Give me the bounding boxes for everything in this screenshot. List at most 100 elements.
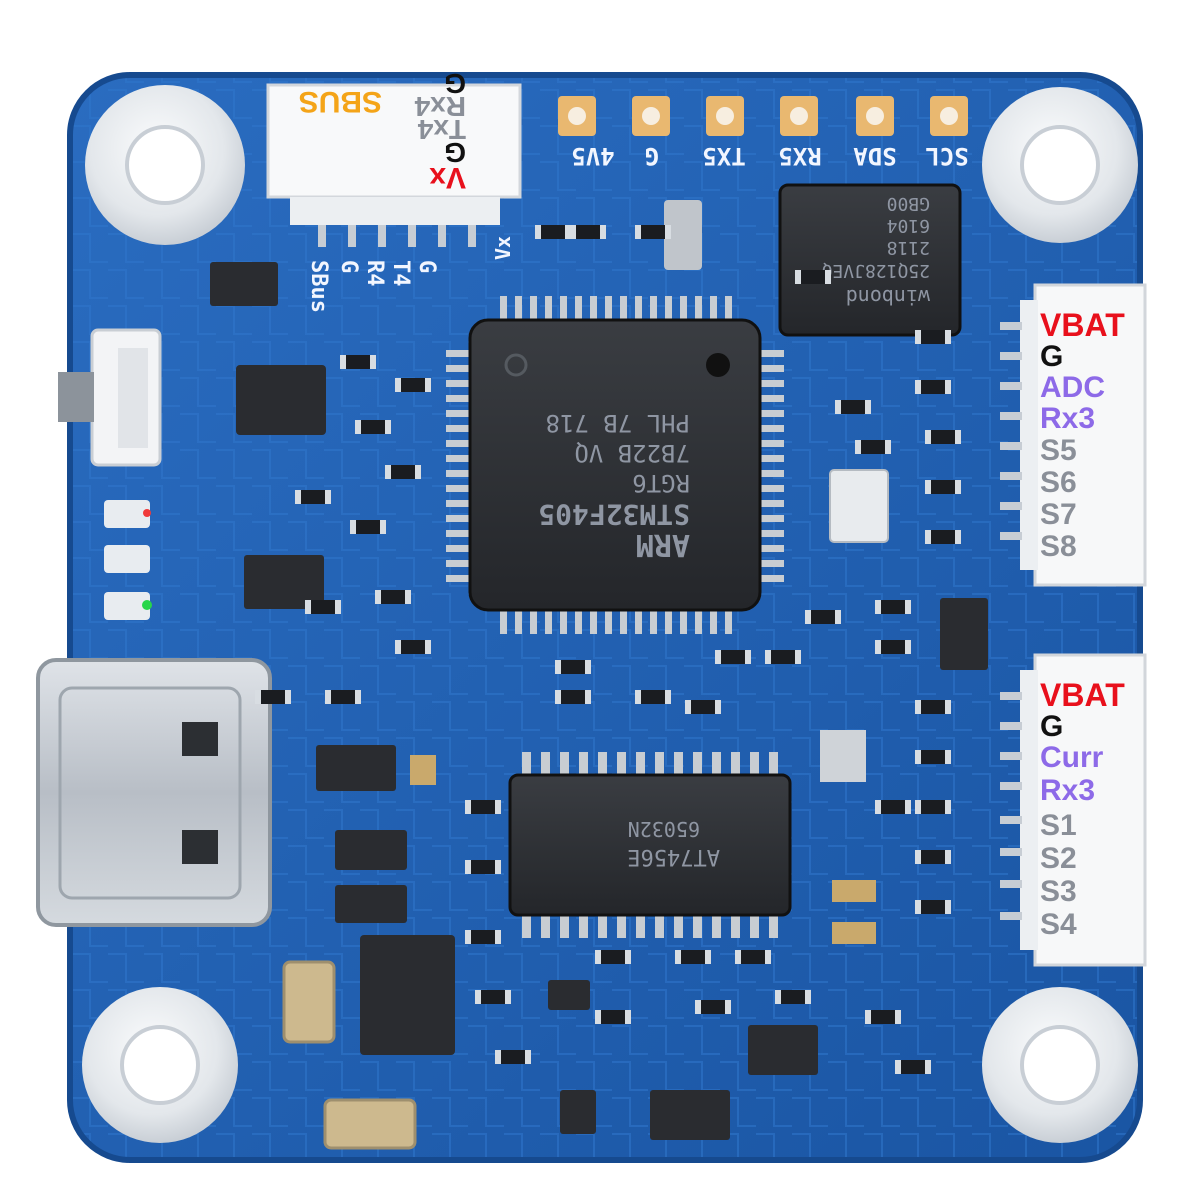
smd-component [475,990,511,1004]
top-conn-vbat: VBAT [1040,307,1125,343]
mcu-line-4: PHL 7B 718 [546,409,691,437]
silk-g: G [414,260,439,273]
bottom-conn-s4: S4 [1040,908,1077,941]
capacitors [282,469,889,1150]
sbus-label-tx4: Tx4 [417,114,466,145]
smd-component [915,850,951,864]
smd-component [695,1000,731,1014]
smd-component [495,1050,531,1064]
tiny-parts [255,225,961,1074]
smd-component [765,650,801,664]
smd-component [735,950,771,964]
osd-line-1: AT7456E [627,844,720,869]
pad-label: RX5 [778,142,821,170]
pad-label: SDA [853,142,897,170]
smd-component [805,610,841,624]
smd-component [925,530,961,544]
smd-component [875,600,911,614]
smd-component [855,440,891,454]
bottom-conn-curr: Curr [1040,741,1104,774]
smd-component [385,465,421,479]
flash-line-4: 6104 [887,215,930,236]
smd-component [915,330,951,344]
sbus-label-g2: G [444,68,466,99]
smd-component [465,930,501,944]
mounting-standoff-icon [85,85,245,245]
smd-component [915,700,951,714]
mounting-standoff-icon [982,87,1138,243]
smd-component [835,400,871,414]
pad-label: G [645,142,659,170]
flash-line-3: 2118 [887,237,930,258]
smd-component [305,600,341,614]
smd-component [925,480,961,494]
top-conn-rx3: Rx3 [1040,402,1095,435]
smd-component [895,1060,931,1074]
mcu-line-1: STM32F405 [538,498,690,531]
pad-label: TX5 [702,142,745,170]
mounting-standoff-icon [82,987,238,1143]
top-conn-adc: ADC [1040,371,1105,404]
bottom-conn-vbat: VBAT [1040,677,1125,713]
silk-t4: T4 [388,260,413,287]
smd-component [875,800,911,814]
mcu-line-2: RGT6 [632,469,690,497]
smd-component [675,950,711,964]
silk-g2: G [336,260,361,273]
smd-component [535,225,571,239]
right-connector-bottom [1000,653,1147,967]
mcu-brand: ARM [636,527,690,562]
sbus-label-rx4: Rx4 [414,91,466,122]
smd-component [570,225,606,239]
bottom-conn-g: G [1040,710,1063,743]
smd-component [865,1010,901,1024]
flash-chip: winbond 25Q128JVEQ 2118 6104 GB00 [778,183,962,337]
osd-chip: AT7456E 65032N [508,752,792,938]
smd-component [915,800,951,814]
smd-component [340,355,376,369]
smd-component [375,590,411,604]
smd-component [775,990,811,1004]
sbus-label-vx: Vx [429,161,466,194]
smd-component [395,378,431,392]
top-conn-s7: S7 [1040,498,1077,531]
smd-component [715,650,751,664]
smd-component [395,640,431,654]
smd-component [555,690,591,704]
silk-vx: Vx [491,236,515,260]
small-components [210,200,988,1140]
flash-line-5: GB00 [887,193,930,214]
mcu-chip: STM32F405 RGT6 7B22B VQ PHL 7B 718 ARM [446,296,784,634]
smd-component [465,800,501,814]
smd-component [915,900,951,914]
flash-line-2: 25Q128JVEQ [822,260,930,281]
bottom-conn-s2: S2 [1040,842,1077,875]
smd-component [595,1010,631,1024]
smd-component [915,380,951,394]
smd-component [635,225,671,239]
smd-component [555,660,591,674]
top-conn-s8: S8 [1040,530,1077,563]
smd-component [465,860,501,874]
smd-component [685,700,721,714]
smd-component [350,520,386,534]
sbus-label-sbus: SBUS [299,85,382,118]
top-conn-s6: S6 [1040,466,1077,499]
smd-component [875,640,911,654]
top-solder-pads [558,96,968,136]
top-conn-g: G [1040,340,1063,373]
usb-c-port-icon [36,658,272,927]
pad-label: 4V5 [571,142,614,170]
bottom-conn-s3: S3 [1040,875,1077,908]
smd-component [325,690,361,704]
silk-r4: R4 [362,260,387,287]
silk-sbus: SBus [306,260,331,313]
bottom-conn-rx3: Rx3 [1040,774,1095,807]
smd-component [925,430,961,444]
mounting-standoff-icon [982,987,1138,1143]
smd-component [795,270,831,284]
smd-component [355,420,391,434]
smd-component [295,490,331,504]
status-led-icon [104,500,152,620]
